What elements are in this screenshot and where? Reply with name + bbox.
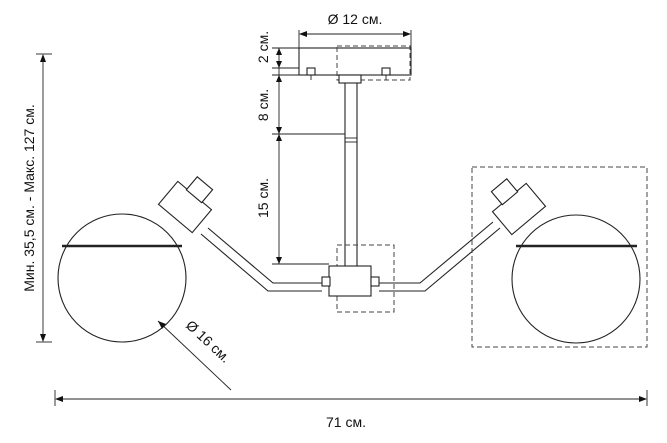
dimension-total-width: 71 см.	[54, 390, 648, 430]
right-glass-shade	[471, 166, 648, 348]
central-hub	[321, 244, 395, 313]
left-lamp-holder	[157, 176, 214, 234]
rod-upper-label: 8 см.	[255, 89, 271, 121]
suspension-rod	[338, 74, 362, 266]
ceiling-canopy	[298, 45, 412, 81]
dimension-total-height: Мин. 35,5 см. - Макс. 127 см.	[21, 53, 52, 343]
total-width-label: 71 см.	[326, 414, 366, 430]
total-height-label: Мин. 35,5 см. - Макс. 127 см.	[21, 104, 37, 292]
left-glass-shade	[57, 213, 187, 343]
dimension-canopy-diameter: Ø 12 см.	[298, 11, 412, 50]
canopy-diameter-label: Ø 12 см.	[328, 11, 383, 27]
right-arm	[379, 221, 501, 292]
dimension-vertical-chain: 2 см. 8 см. 15 см.	[255, 31, 345, 265]
canopy-height-label: 2 см.	[255, 31, 271, 63]
rod-lower-label: 15 см.	[255, 178, 271, 218]
dimension-shade-diameter: Ø 16 см.	[157, 317, 234, 391]
left-arm	[200, 227, 322, 292]
right-lamp-holder	[490, 178, 547, 236]
shade-diameter-label: Ø 16 см.	[183, 317, 234, 366]
